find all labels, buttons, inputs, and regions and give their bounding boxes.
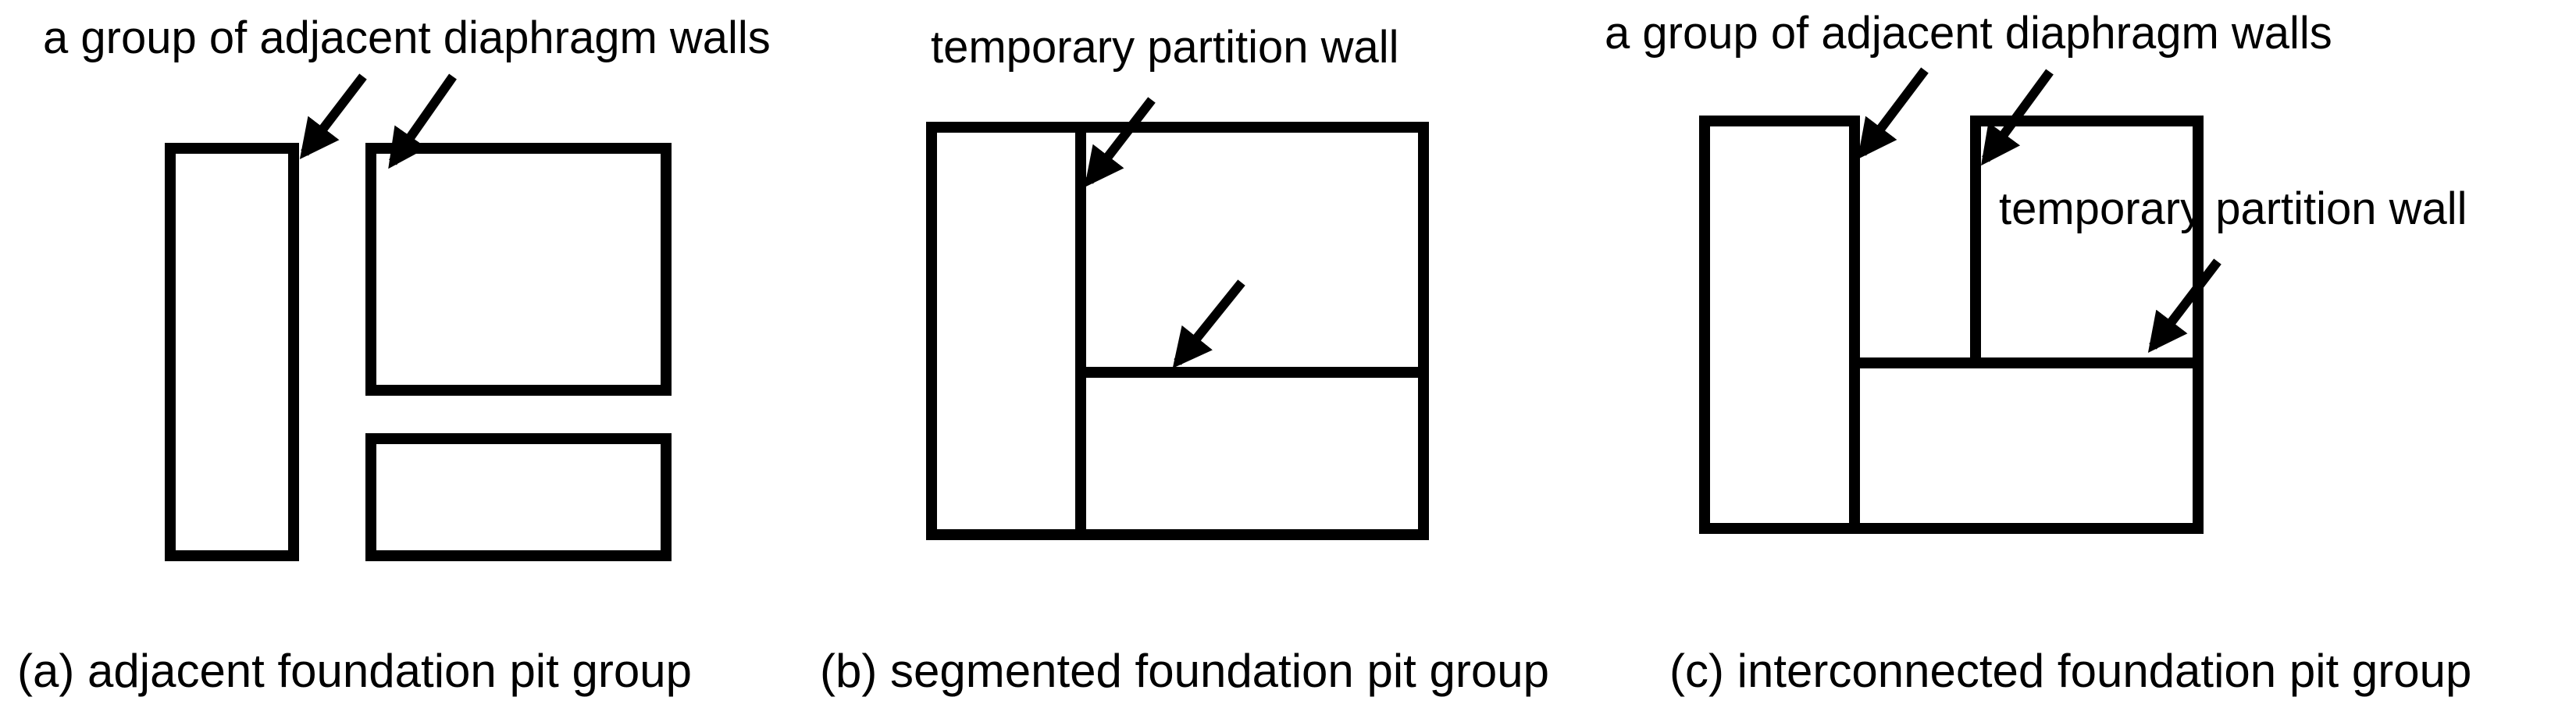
panel-b: temporary partition wall (b) segmented f…: [820, 22, 1549, 697]
panel-b-label-partition-wall: temporary partition wall: [931, 22, 1399, 73]
panel-c-caption: (c) interconnected foundation pit group: [1669, 645, 2471, 697]
panel-a-pit-small: [365, 433, 672, 561]
panel-b-arrow-2: [1172, 279, 1245, 368]
panel-a-arrow-2: [388, 73, 457, 169]
panel-a-pit-tall: [165, 143, 299, 561]
panel-c: a group of adjacent diaphragm walls temp…: [1605, 8, 2471, 697]
panel-a-caption: (a) adjacent foundation pit group: [17, 645, 692, 697]
panel-c-pit-left: [1699, 116, 1860, 534]
panel-c-arrow-1: [1857, 67, 1929, 160]
panel-c-label-partition-wall: temporary partition wall: [1999, 183, 2467, 234]
panel-c-label-diaphragm-walls: a group of adjacent diaphragm walls: [1605, 8, 2332, 59]
panel-c-arrow-3: [2147, 258, 2221, 354]
panel-a-label-diaphragm-walls: a group of adjacent diaphragm walls: [43, 12, 771, 63]
panel-b-caption: (b) segmented foundation pit group: [820, 645, 1549, 697]
panel-b-pit-outline: [926, 122, 1429, 540]
panel-c-pit-bottom: [1849, 357, 2204, 534]
panel-a: a group of adjacent diaphragm walls (a) …: [17, 12, 771, 697]
panel-a-arrow-1: [299, 73, 367, 160]
panel-a-pit-square: [365, 143, 672, 396]
panel-c-arrow-2: [1981, 69, 2054, 166]
panel-b-arrow-1: [1084, 97, 1156, 187]
